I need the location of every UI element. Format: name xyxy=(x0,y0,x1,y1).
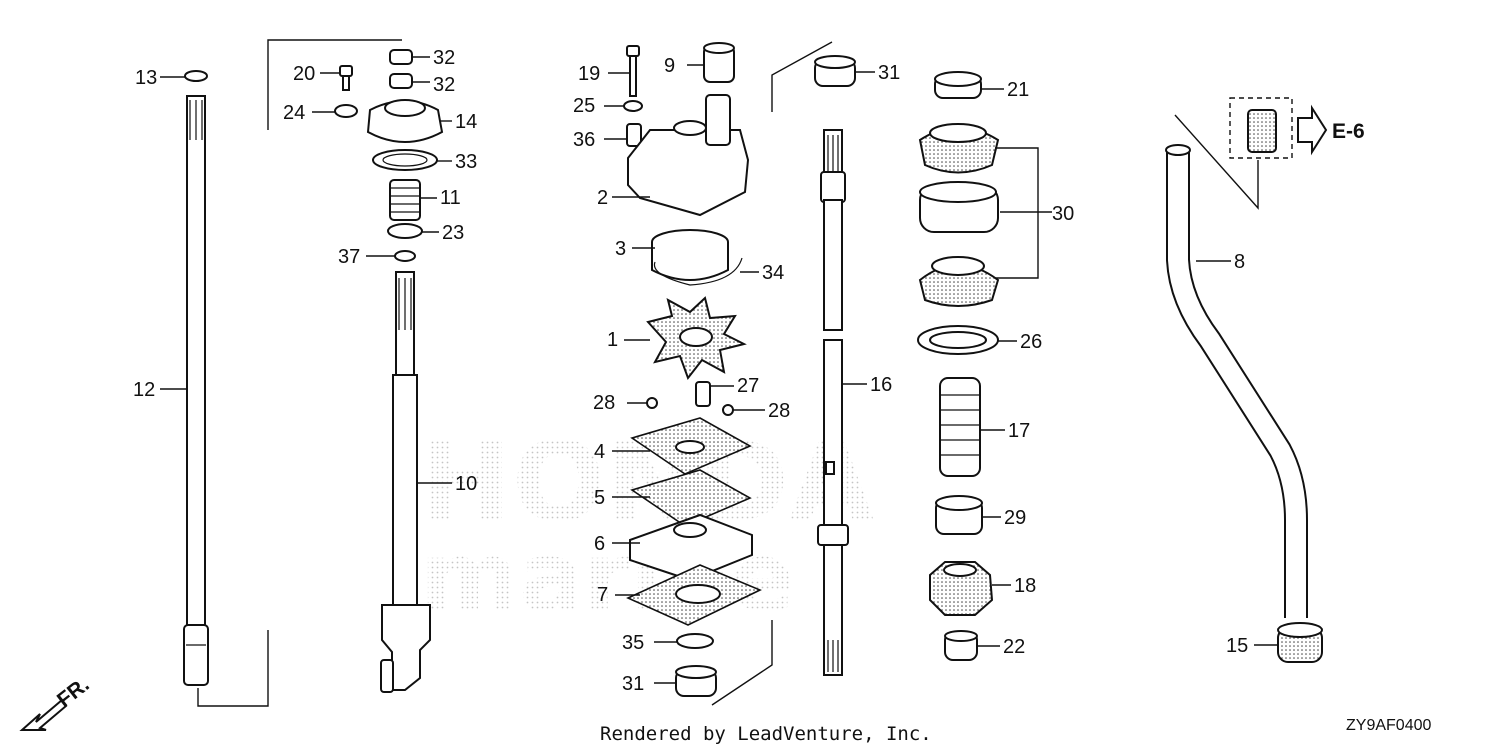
reference-e6[interactable]: E-6 xyxy=(1229,97,1365,159)
part-number-31[interactable]: 31 xyxy=(878,62,900,84)
group-bracket-left xyxy=(197,630,269,707)
part-number-21[interactable]: 21 xyxy=(1007,79,1029,101)
gear-column xyxy=(917,71,1000,661)
reference-label[interactable]: E-6 xyxy=(1332,120,1365,143)
part-number-13[interactable]: 13 xyxy=(135,67,157,89)
group-bracket-30 xyxy=(995,147,1052,279)
part-number-12[interactable]: 12 xyxy=(133,379,155,401)
part-number-30[interactable]: 30 xyxy=(1052,203,1074,225)
part-number-29[interactable]: 29 xyxy=(1004,507,1026,529)
part-number-23[interactable]: 23 xyxy=(442,222,464,244)
part-number-17[interactable]: 17 xyxy=(1008,420,1030,442)
part-number-33[interactable]: 33 xyxy=(455,151,477,173)
washer-13 xyxy=(184,70,208,82)
group-bracket-mid-bottom xyxy=(711,620,773,706)
part-number-10[interactable]: 10 xyxy=(455,473,477,495)
part-number-4[interactable]: 4 xyxy=(594,441,605,463)
group-bracket-top xyxy=(267,39,402,130)
part-number-6[interactable]: 6 xyxy=(594,533,605,555)
part-number-26[interactable]: 26 xyxy=(1020,331,1042,353)
part-number-2[interactable]: 2 xyxy=(597,187,608,209)
part-number-1[interactable]: 1 xyxy=(607,329,618,351)
part-number-31[interactable]: 31 xyxy=(622,673,644,695)
part-number-34[interactable]: 34 xyxy=(762,262,784,284)
part-number-15[interactable]: 15 xyxy=(1226,635,1248,657)
diagram-code: ZY9AF0400 xyxy=(1346,717,1431,734)
shaft-10 xyxy=(380,271,431,693)
washer-24 xyxy=(334,104,358,118)
part-number-28[interactable]: 28 xyxy=(593,392,615,414)
part-number-27[interactable]: 27 xyxy=(737,375,759,397)
part-number-8[interactable]: 8 xyxy=(1234,251,1245,273)
bolt-20 xyxy=(339,65,353,91)
part-number-5[interactable]: 5 xyxy=(594,487,605,509)
rod-12 xyxy=(183,95,209,686)
seal-31-top xyxy=(814,55,856,87)
part-number-3[interactable]: 3 xyxy=(615,238,626,260)
group-bracket-8 xyxy=(1174,114,1259,210)
part-number-7[interactable]: 7 xyxy=(597,584,608,606)
part-number-16[interactable]: 16 xyxy=(870,374,892,396)
part-number-11[interactable]: 11 xyxy=(440,187,461,209)
part-number-32[interactable]: 32 xyxy=(433,74,455,96)
footer-credit: Rendered by LeadVenture, Inc. xyxy=(600,723,932,745)
part-number-28[interactable]: 28 xyxy=(768,400,790,422)
water-pump-group xyxy=(623,42,762,697)
part-number-22[interactable]: 22 xyxy=(1003,636,1025,658)
part-number-36[interactable]: 36 xyxy=(573,129,595,151)
part-number-35[interactable]: 35 xyxy=(622,632,644,654)
part-number-9[interactable]: 9 xyxy=(664,55,675,77)
part-number-37[interactable]: 37 xyxy=(338,246,360,268)
part-number-20[interactable]: 20 xyxy=(293,63,315,85)
part-number-32[interactable]: 32 xyxy=(433,47,455,69)
group-bracket-mid-top xyxy=(771,41,833,112)
part-number-19[interactable]: 19 xyxy=(578,63,600,85)
part-number-14[interactable]: 14 xyxy=(455,111,477,133)
part-number-18[interactable]: 18 xyxy=(1014,575,1036,597)
drive-shaft-16 xyxy=(817,129,849,676)
bushing-stack xyxy=(366,49,444,262)
front-direction-arrow: FR. xyxy=(19,673,94,731)
part-number-25[interactable]: 25 xyxy=(573,95,595,117)
water-tube-8 xyxy=(1165,144,1323,663)
part-number-24[interactable]: 24 xyxy=(283,102,305,124)
